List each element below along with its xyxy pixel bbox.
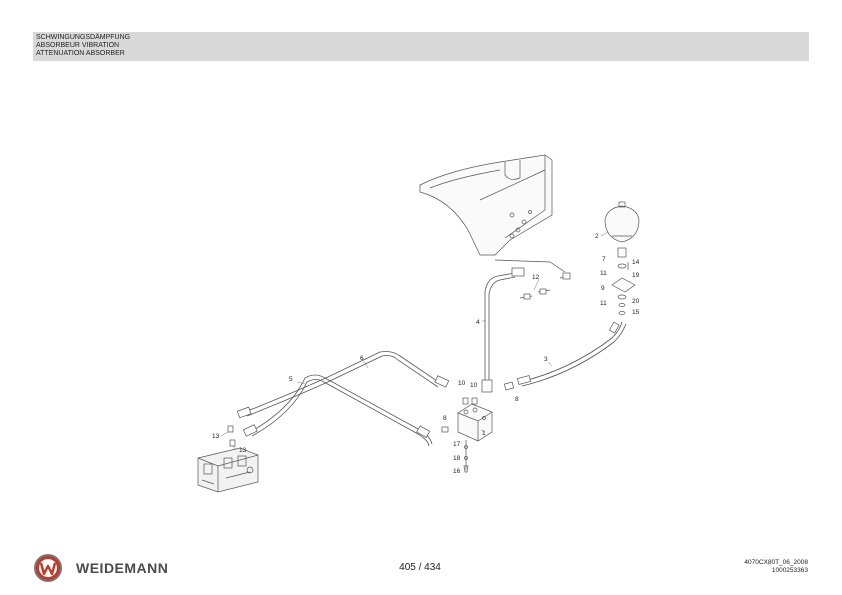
callout-20: 20	[632, 298, 640, 305]
callout-10a: 10	[458, 380, 466, 387]
valve-stack	[611, 262, 636, 315]
callout-11b: 11	[600, 300, 607, 307]
part-callouts: 1 2 3 4 5 6 7 8 8 9 10 10 11 11 12 13 13…	[212, 233, 640, 475]
brand-name: WEIDEMANN	[76, 560, 169, 576]
callout-10b: 10	[470, 382, 478, 389]
weidemann-logo-icon	[34, 554, 62, 582]
callout-9: 9	[601, 285, 605, 292]
callout-15: 15	[632, 309, 640, 316]
callout-19: 19	[632, 272, 640, 279]
document-code: 4070CX80T_06_2008	[744, 559, 808, 566]
callout-8b: 8	[515, 396, 519, 403]
header-bar: SCHWINGUNGSDÄMPFUNG ABSORBEUR VIBRATION …	[33, 32, 809, 61]
callout-6: 6	[360, 355, 364, 362]
document-reference: 4070CX80T_06_2008 1000253363	[744, 559, 808, 575]
callout-7: 7	[602, 256, 606, 263]
accumulator-sphere	[604, 201, 640, 258]
title-german: SCHWINGUNGSDÄMPFUNG	[36, 34, 131, 41]
page-number: 405 / 434	[399, 562, 441, 573]
callout-18: 18	[453, 455, 461, 462]
callout-13a: 13	[212, 433, 220, 440]
callout-1: 1	[482, 430, 486, 437]
callout-5: 5	[289, 376, 293, 383]
callout-16: 16	[453, 468, 461, 475]
chassis-frame	[419, 154, 553, 256]
callout-3: 3	[544, 356, 548, 363]
callout-12: 12	[532, 274, 540, 281]
valve-block	[457, 403, 493, 442]
control-valve-body	[197, 447, 259, 493]
document-number: 1000253363	[771, 567, 808, 574]
callout-11a: 11	[600, 270, 607, 277]
callout-4: 4	[476, 319, 480, 326]
title-english: ATTENUATION ABSORBER	[36, 50, 125, 57]
callout-17: 17	[453, 441, 461, 448]
callout-8a: 8	[443, 415, 447, 422]
fitting-group-12	[494, 259, 571, 300]
callout-13b: 13	[239, 447, 247, 454]
title-french: ABSORBEUR VIBRATION	[36, 42, 120, 49]
callout-14: 14	[632, 259, 640, 266]
callout-2: 2	[595, 233, 599, 240]
